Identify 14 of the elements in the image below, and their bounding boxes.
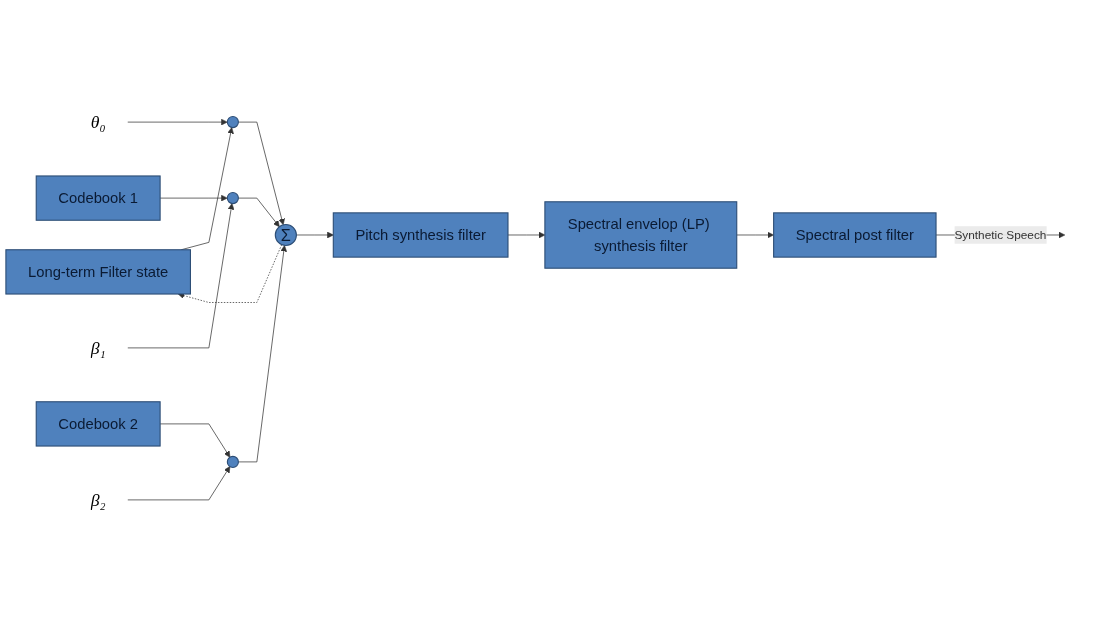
node-text: β₂ bbox=[90, 490, 106, 510]
node-box: Long-term Filter state bbox=[5, 249, 191, 295]
node-circle bbox=[226, 455, 239, 468]
node-circle bbox=[226, 116, 239, 129]
node-box: Pitch synthesis filter bbox=[332, 212, 509, 258]
node-box: Spectral post filter bbox=[773, 212, 937, 258]
node-box: Codebook 2 bbox=[35, 401, 161, 447]
edge-label: Synthetic Speech bbox=[954, 228, 1047, 241]
node-circle bbox=[226, 192, 239, 205]
node-circle: Σ bbox=[274, 223, 297, 247]
node-text: θ₀ bbox=[90, 112, 106, 132]
node-text: β₁ bbox=[90, 338, 106, 358]
node-box: Codebook 1 bbox=[35, 175, 161, 221]
node-box: Spectral envelop (LP) synthesis filter bbox=[544, 201, 738, 269]
